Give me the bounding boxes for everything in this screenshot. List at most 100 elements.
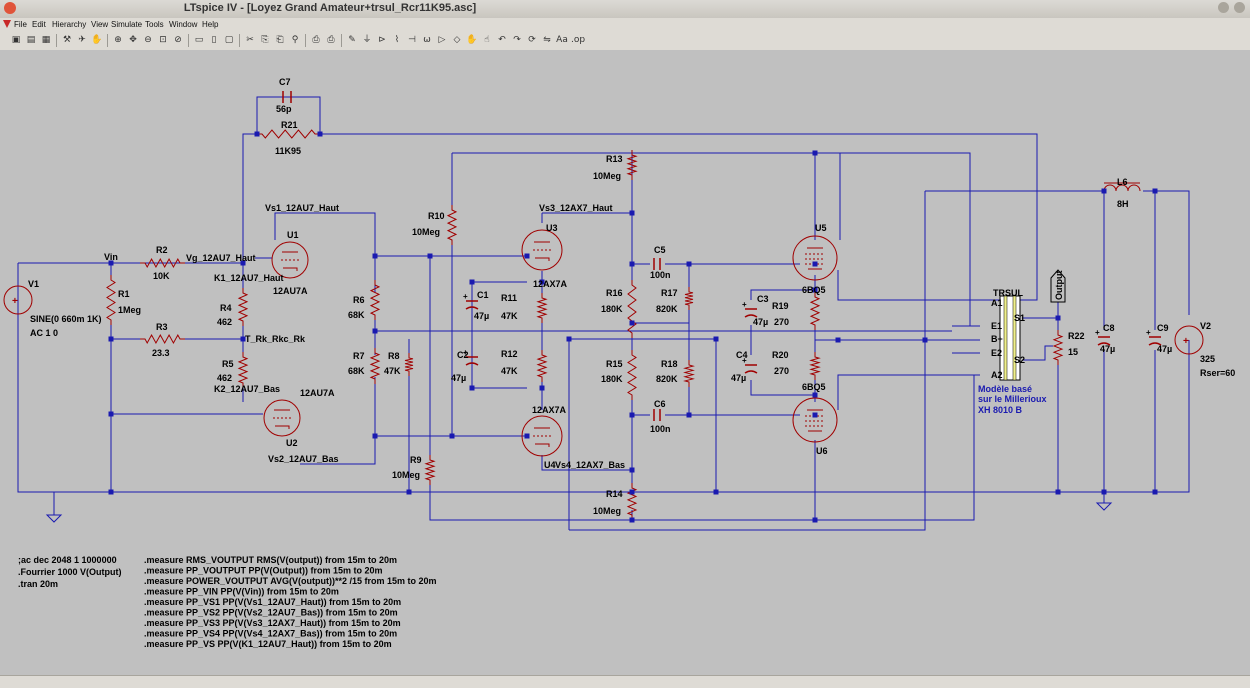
- halt-icon[interactable]: ✋: [91, 35, 103, 45]
- print-icon[interactable]: ⎙: [327, 35, 335, 45]
- zoom-fit-icon[interactable]: ⊡: [159, 35, 167, 45]
- U6: [792, 397, 838, 443]
- rotate-icon[interactable]: ⟳: [528, 35, 536, 45]
- mirror-icon[interactable]: ⇋: [543, 35, 551, 45]
- junction-dot: [713, 336, 719, 342]
- U4: [521, 415, 563, 457]
- zoom-in-icon[interactable]: ⊕: [114, 35, 122, 45]
- R12: [536, 350, 548, 382]
- minimize-button[interactable]: [1218, 2, 1229, 13]
- close-window-icon[interactable]: ▢: [224, 35, 234, 45]
- menu-view[interactable]: View: [91, 20, 109, 29]
- label-nets-vin: Vin: [104, 252, 118, 262]
- ground-icon: [45, 514, 63, 523]
- label-nets-vs4: Vs4_12AX7_Bas: [555, 460, 625, 470]
- label-nets-k1: K1_12AU7_Haut: [214, 273, 284, 283]
- junction-dot: [240, 260, 246, 266]
- junction-dot: [372, 433, 378, 439]
- menu-file[interactable]: File: [14, 20, 27, 29]
- wire: [541, 455, 632, 471]
- cancel-zoom-icon[interactable]: ⊘: [174, 35, 182, 45]
- R16: [627, 280, 637, 338]
- paste-icon[interactable]: ⎗: [276, 35, 284, 45]
- label-L6-value: 8H: [1117, 199, 1129, 209]
- maximize-button[interactable]: [1234, 2, 1245, 13]
- zoom-out-icon[interactable]: ⊖: [144, 35, 152, 45]
- R22: [1052, 330, 1064, 365]
- redo-icon[interactable]: ↷: [513, 35, 521, 45]
- menu-window[interactable]: Window: [169, 20, 198, 29]
- V2-symbol: [1174, 325, 1204, 355]
- label-net-icon[interactable]: ⊳: [378, 35, 386, 45]
- label-nets-vg: Vg_12AU7_Haut: [186, 253, 256, 263]
- components: [3, 91, 1204, 523]
- R4: [237, 288, 249, 326]
- component-icon[interactable]: ◇: [453, 35, 461, 45]
- tile-vertical-icon[interactable]: ▯: [211, 35, 217, 45]
- R9-symbol: [424, 455, 436, 485]
- window-title: LTspice IV - [Loyez Grand Amateur+trsul_…: [183, 2, 477, 14]
- label-R13-value: 10Meg: [593, 171, 621, 181]
- junction-dot: [108, 336, 114, 342]
- menu-help[interactable]: Help: [202, 20, 219, 29]
- L6: [1103, 182, 1141, 192]
- label-directives_right-8: .measure PP_VS PP(V(K1_12AU7_Haut)) from…: [144, 639, 392, 649]
- cut-icon[interactable]: ✂: [246, 35, 254, 45]
- wire-icon[interactable]: ✎: [348, 35, 356, 45]
- label-R16-value: 180K: [601, 304, 623, 314]
- wire: [256, 96, 321, 134]
- C3-polarity: +: [742, 300, 747, 309]
- R2-symbol: [140, 257, 185, 269]
- label-R14-name: R14: [606, 489, 623, 499]
- C9: [1148, 336, 1162, 346]
- tile-horizontal-icon[interactable]: ▭: [194, 35, 204, 45]
- ground-icon[interactable]: ⏚: [362, 35, 372, 45]
- open-icon[interactable]: ▤: [26, 35, 36, 45]
- label-U1-value: 12AU7A: [273, 286, 308, 296]
- C6: [653, 409, 661, 421]
- close-button[interactable]: [4, 2, 16, 14]
- label-C1-value: 47µ: [474, 311, 489, 321]
- C8-polarity: +: [1095, 328, 1100, 337]
- print-setup-icon[interactable]: ⎙: [312, 35, 320, 45]
- move-icon[interactable]: ✋: [466, 35, 478, 45]
- control-panel-icon[interactable]: ⚒: [62, 35, 72, 45]
- R19-symbol: [809, 292, 821, 330]
- label-R2-value: 10K: [153, 271, 170, 281]
- drag-icon[interactable]: ☝: [484, 35, 490, 45]
- junction-dot: [812, 412, 818, 418]
- C9-plate: [1148, 342, 1162, 346]
- menu-simulate[interactable]: Simulate: [111, 20, 143, 29]
- copy-icon[interactable]: ⎘: [261, 35, 269, 45]
- label-directives_left-1: .Fourrier 1000 V(Output): [18, 567, 122, 577]
- spice-directive-icon[interactable]: .op: [571, 35, 586, 45]
- save-icon[interactable]: ▦: [41, 35, 51, 45]
- capacitor-icon[interactable]: ⊣: [408, 35, 416, 45]
- label-R5-value: 462: [217, 373, 232, 383]
- diode-icon[interactable]: ▷: [438, 35, 446, 45]
- menu-hierarchy[interactable]: Hierarchy: [52, 20, 87, 29]
- menu-tools[interactable]: Tools: [145, 20, 164, 29]
- junction-dot: [566, 336, 572, 342]
- new-schematic-icon[interactable]: ▣: [11, 35, 21, 45]
- R16-symbol: [627, 280, 637, 338]
- R4-symbol: [237, 288, 249, 326]
- menu-edit[interactable]: Edit: [32, 20, 46, 29]
- text-icon[interactable]: Aa: [556, 35, 568, 45]
- junction-dot: [539, 385, 545, 391]
- label-U4-name: U4: [544, 460, 556, 470]
- pan-icon[interactable]: ✥: [129, 35, 137, 45]
- run-icon[interactable]: ✈: [78, 35, 86, 45]
- label-R10-name: R10: [428, 211, 445, 221]
- resistor-icon[interactable]: ⌇: [394, 35, 400, 45]
- label-R17-name: R17: [661, 288, 678, 298]
- inductor-icon[interactable]: ω: [423, 35, 431, 45]
- label-nets-k2: K2_12AU7_Bas: [214, 384, 280, 394]
- undo-icon[interactable]: ↶: [498, 35, 506, 45]
- label-R2-name: R2: [156, 245, 168, 255]
- find-icon[interactable]: ⚲: [291, 35, 299, 45]
- label-R4-name: R4: [220, 303, 232, 313]
- label-R13-name: R13: [606, 154, 623, 164]
- label-R12-value: 47K: [501, 366, 518, 376]
